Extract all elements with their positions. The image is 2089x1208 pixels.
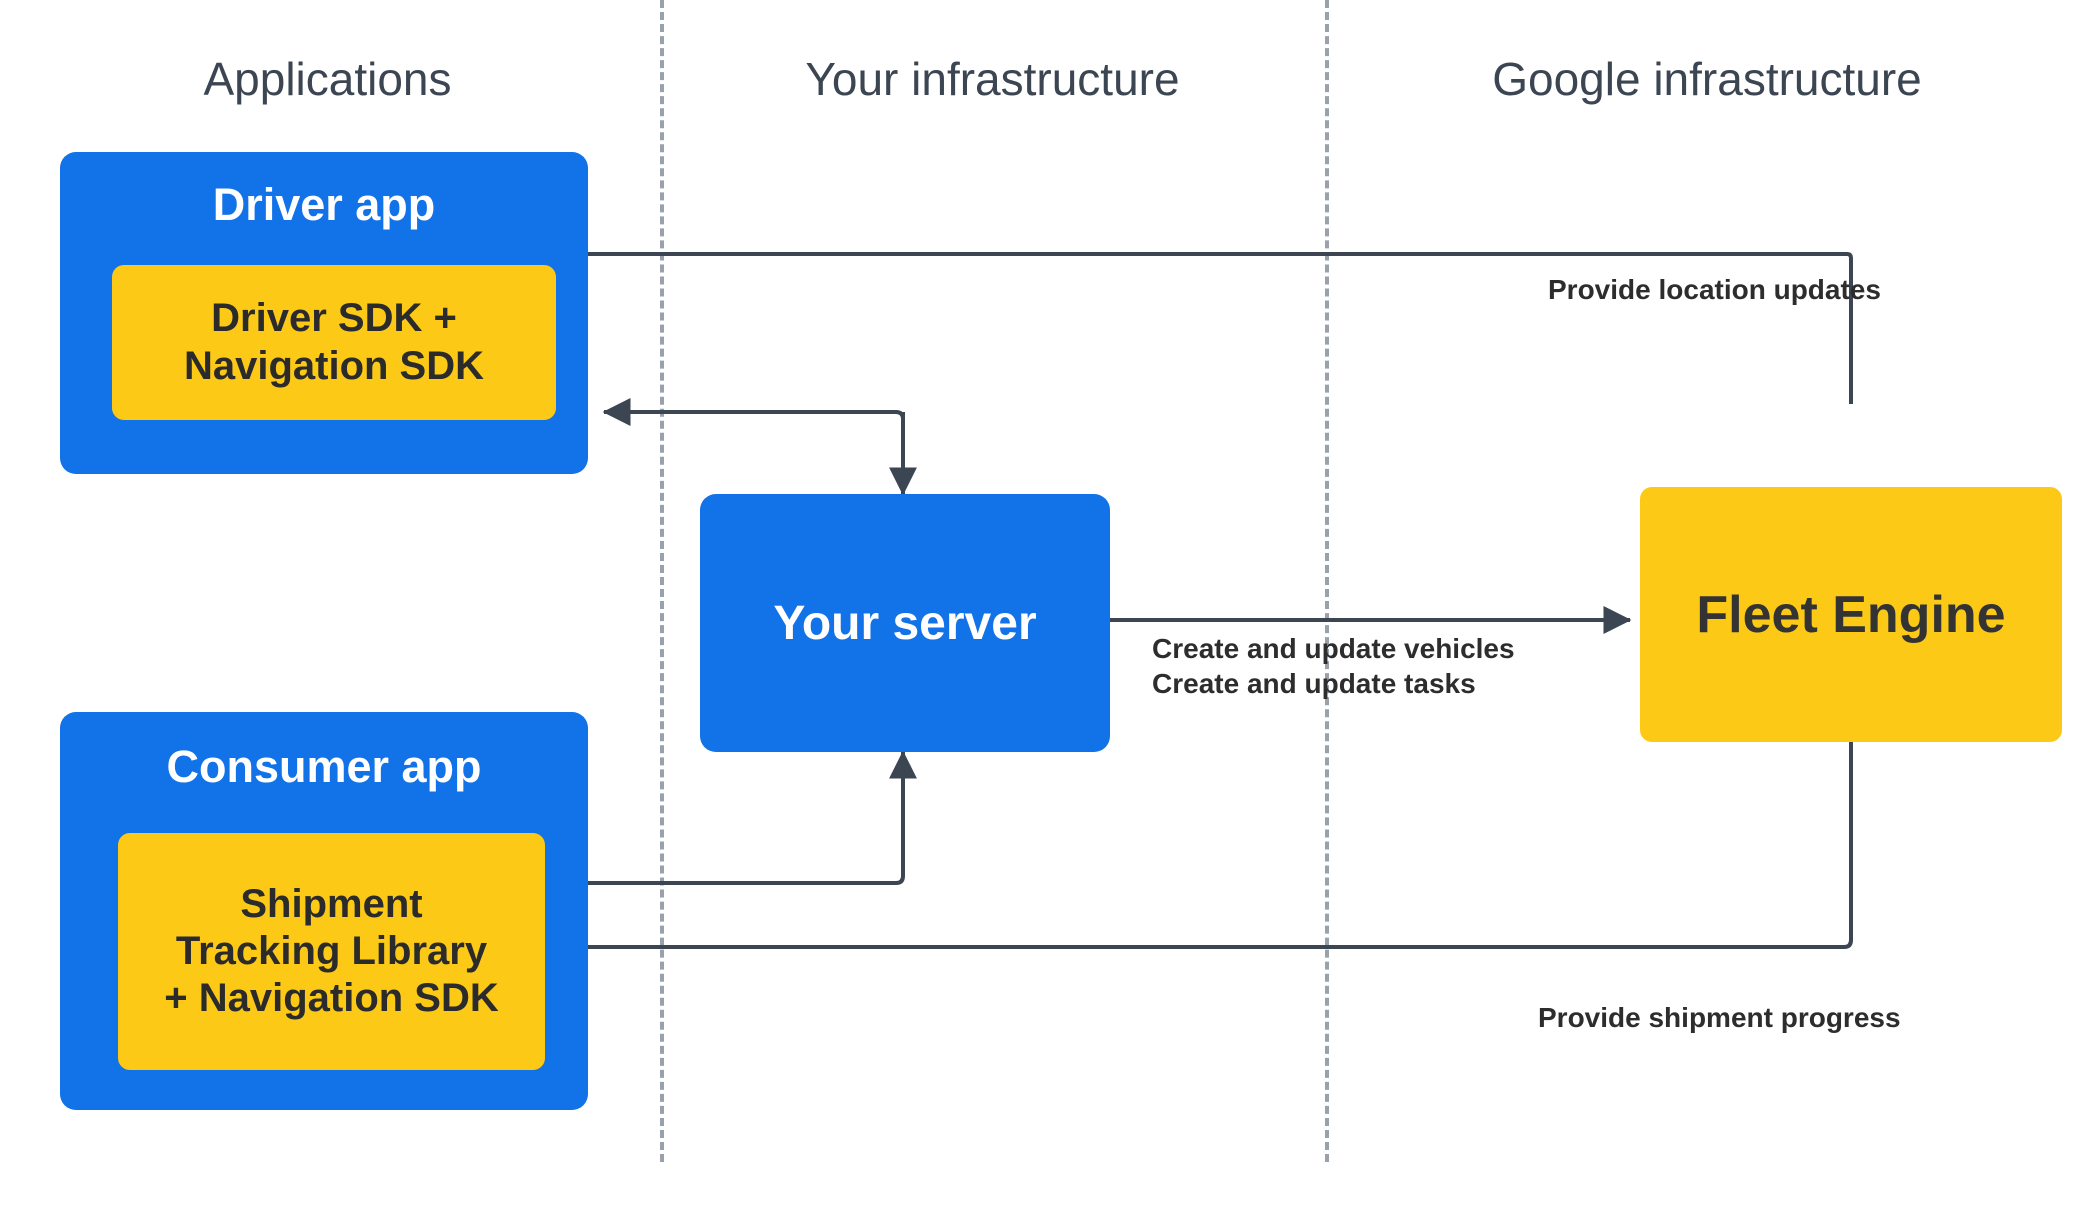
node-driver-sdk[interactable]: Driver SDK + Navigation SDK xyxy=(112,265,556,420)
wire-server-to-driver-app xyxy=(602,398,905,494)
node-consumer-app[interactable]: Consumer app Shipment Tracking Library +… xyxy=(60,712,588,1110)
fleet-engine-title: Fleet Engine xyxy=(1696,585,2006,644)
zone-header-your-infrastructure: Your infrastructure xyxy=(805,53,1180,105)
zone-header-applications: Applications xyxy=(203,53,452,105)
edge-label-create-and-update: Create and update vehicles Create and up… xyxy=(1152,633,1515,699)
your-server-title: Your server xyxy=(773,596,1037,650)
driver-app-title: Driver app xyxy=(212,179,436,230)
consumer-app-title: Consumer app xyxy=(166,741,482,792)
node-driver-app[interactable]: Driver app Driver SDK + Navigation SDK xyxy=(60,152,588,474)
edge-label-provide-location-updates: Provide location updates xyxy=(1548,274,1881,305)
node-your-server[interactable]: Your server xyxy=(700,494,1110,752)
wire-provide-shipment-progress xyxy=(558,742,1853,961)
driver-sdk-label: Driver SDK + Navigation SDK xyxy=(183,296,485,388)
edge-label-provide-shipment-progress: Provide shipment progress xyxy=(1538,1002,1901,1033)
node-shipment-tracking-library[interactable]: Shipment Tracking Library + Navigation S… xyxy=(118,833,545,1070)
consumer-sdk-label: Shipment Tracking Library + Navigation S… xyxy=(164,881,499,1021)
divider-applications-infrastructure xyxy=(660,0,664,1162)
wire-consumer-to-server xyxy=(604,755,905,885)
divider-infrastructure-google xyxy=(1325,0,1329,1162)
node-fleet-engine[interactable]: Fleet Engine xyxy=(1640,487,2062,742)
zone-header-google-infrastructure: Google infrastructure xyxy=(1492,53,1922,105)
